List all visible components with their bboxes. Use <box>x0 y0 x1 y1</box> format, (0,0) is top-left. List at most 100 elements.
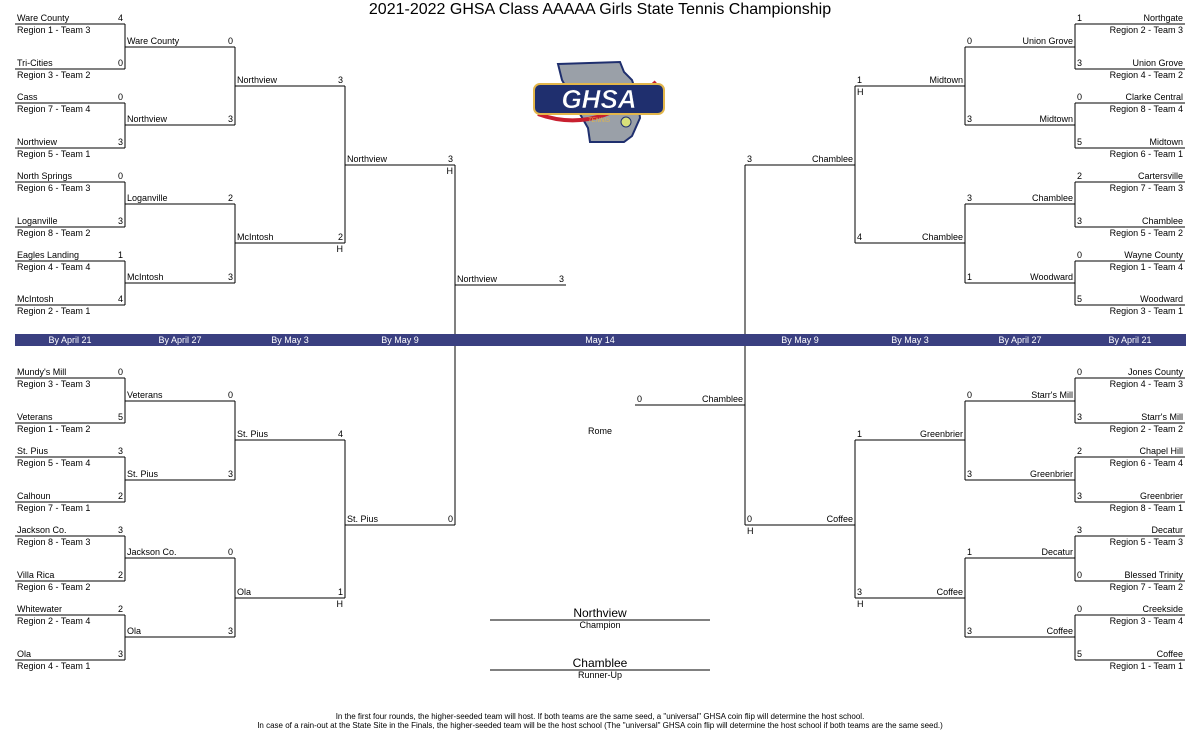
left-r1-5-team: North Springs <box>17 171 73 181</box>
left-r4-1-team: Northview <box>347 154 388 164</box>
left-r1-11-team: St. Pius <box>17 446 49 456</box>
footnote-line-2: In case of a rain-out at the State Site … <box>257 721 943 730</box>
round-date-right-4: By April 21 <box>1108 335 1152 345</box>
left-r1-2-team: Tri-Cities <box>17 58 53 68</box>
left-r2-1-score: 0 <box>227 36 233 46</box>
footnote: In the first four rounds, the higher-see… <box>0 712 1200 730</box>
left-r1-1-seed: Region 1 - Team 3 <box>17 25 91 35</box>
right-r2-3-team: Chamblee <box>1031 193 1073 203</box>
right-r1-10-seed: Region 2 - Team 2 <box>1109 424 1183 434</box>
left-r5-team: Northview <box>457 274 498 284</box>
right-r1-16-seed: Region 1 - Team 1 <box>1109 661 1183 671</box>
left-r2-1-team: Ware County <box>127 36 180 46</box>
right-r1-16-score: 5 <box>1077 649 1083 659</box>
left-r1-14-team: Villa Rica <box>17 570 55 580</box>
left-r1-8-seed: Region 2 - Team 1 <box>17 306 91 316</box>
left-r3-1-score: 3 <box>337 75 343 85</box>
right-r1-15-seed: Region 3 - Team 4 <box>1109 616 1183 626</box>
tennis-ball-icon <box>620 116 632 128</box>
left-r1-9-team: Mundy's Mill <box>17 367 67 377</box>
round-date-right-1: By May 9 <box>781 335 819 345</box>
left-r4-1-host: H <box>446 166 454 176</box>
right-r1-5-score: 2 <box>1077 171 1083 181</box>
right-r3-3-team: Greenbrier <box>919 429 963 439</box>
right-r2-1-score: 0 <box>967 36 973 46</box>
left-r1-12-team: Calhoun <box>17 491 51 501</box>
right-r1-13-score: 3 <box>1077 525 1083 535</box>
right-r1-8-score: 5 <box>1077 294 1083 304</box>
right-r1-1-team: Northgate <box>1143 13 1183 23</box>
left-r2-7-team: Jackson Co. <box>127 547 177 557</box>
left-r1-9-seed: Region 3 - Team 3 <box>17 379 91 389</box>
left-r1-3-seed: Region 7 - Team 4 <box>17 104 91 114</box>
right-r1-12-score: 3 <box>1077 491 1083 501</box>
left-r1-5-seed: Region 6 - Team 3 <box>17 183 91 193</box>
right-r2-8-score: 3 <box>967 626 973 636</box>
right-r1-14-score: 0 <box>1077 570 1083 580</box>
left-r1-14-score: 2 <box>117 570 123 580</box>
right-r2-3-score: 3 <box>967 193 973 203</box>
left-r1-14-seed: Region 6 - Team 2 <box>17 582 91 592</box>
right-r1-9-score: 0 <box>1077 367 1083 377</box>
right-r1-3-seed: Region 8 - Team 4 <box>1109 104 1183 114</box>
right-r1-5-team: Cartersville <box>1137 171 1183 181</box>
left-r2-2-score: 3 <box>227 114 233 124</box>
right-r1-12-seed: Region 8 - Team 1 <box>1109 503 1183 513</box>
left-r4-2-score: 0 <box>447 514 453 524</box>
round-date-left-2: By April 27 <box>158 335 202 345</box>
right-r3-1-team: Midtown <box>929 75 963 85</box>
right-r1-9-team: Jones County <box>1127 367 1183 377</box>
left-r1-11-seed: Region 5 - Team 4 <box>17 458 91 468</box>
right-r1-11-team: Chapel Hill <box>1139 446 1183 456</box>
left-r1-1-team: Ware County <box>17 13 70 23</box>
right-r1-3-score: 0 <box>1077 92 1083 102</box>
right-r3-4-score: 3 <box>857 587 863 597</box>
runner-up-name: Chamblee <box>572 656 628 670</box>
left-r3-4-host: H <box>336 599 344 609</box>
left-r1-10-seed: Region 1 - Team 2 <box>17 424 91 434</box>
left-r1-6-score: 3 <box>117 216 123 226</box>
left-r1-15-score: 2 <box>117 604 123 614</box>
right-r1-12-team: Greenbrier <box>1139 491 1183 501</box>
right-r2-7-score: 1 <box>967 547 973 557</box>
left-r3-4-score: 1 <box>337 587 343 597</box>
left-r1-10-score: 5 <box>117 412 123 422</box>
right-r1-8-seed: Region 3 - Team 1 <box>1109 306 1183 316</box>
right-r1-1-score: 1 <box>1077 13 1083 23</box>
right-r1-14-seed: Region 7 - Team 2 <box>1109 582 1183 592</box>
left-r3-1-team: Northview <box>237 75 278 85</box>
right-r3-1-score: 1 <box>857 75 863 85</box>
left-r3-3-team: St. Pius <box>237 429 269 439</box>
left-r1-12-seed: Region 7 - Team 1 <box>17 503 91 513</box>
left-r2-3-score: 2 <box>227 193 233 203</box>
right-r1-7-score: 0 <box>1077 250 1083 260</box>
right-r1-2-team: Union Grove <box>1132 58 1183 68</box>
left-r2-8-team: Ola <box>127 626 142 636</box>
left-r2-5-team: Veterans <box>127 390 163 400</box>
right-r1-4-seed: Region 6 - Team 1 <box>1109 149 1183 159</box>
left-r2-6-score: 3 <box>227 469 233 479</box>
left-r5-score: 3 <box>558 274 564 284</box>
right-r5-team: Chamblee <box>701 394 743 404</box>
left-r2-6-team: St. Pius <box>127 469 159 479</box>
left-r1-13-seed: Region 8 - Team 3 <box>17 537 91 547</box>
left-r1-3-score: 0 <box>117 92 123 102</box>
left-r1-4-team: Northview <box>17 137 58 147</box>
left-r2-3-team: Loganville <box>127 193 168 203</box>
right-r2-4-team: Woodward <box>1030 272 1073 282</box>
right-r2-6-team: Greenbrier <box>1029 469 1073 479</box>
left-r1-13-score: 3 <box>117 525 123 535</box>
left-r2-7-score: 0 <box>227 547 233 557</box>
right-r1-1-seed: Region 2 - Team 3 <box>1109 25 1183 35</box>
right-r1-6-seed: Region 5 - Team 2 <box>1109 228 1183 238</box>
left-r1-15-team: Whitewater <box>17 604 63 614</box>
round-date-banner <box>15 334 1186 346</box>
right-r1-16-team: Coffee <box>1156 649 1183 659</box>
round-date-left-3: By May 3 <box>271 335 309 345</box>
final-site: Rome <box>587 426 612 436</box>
right-r2-7-team: Decatur <box>1041 547 1073 557</box>
left-r1-16-seed: Region 4 - Team 1 <box>17 661 91 671</box>
champion-label: Champion <box>579 620 621 630</box>
logo-subtext: TENNIS <box>588 118 610 124</box>
